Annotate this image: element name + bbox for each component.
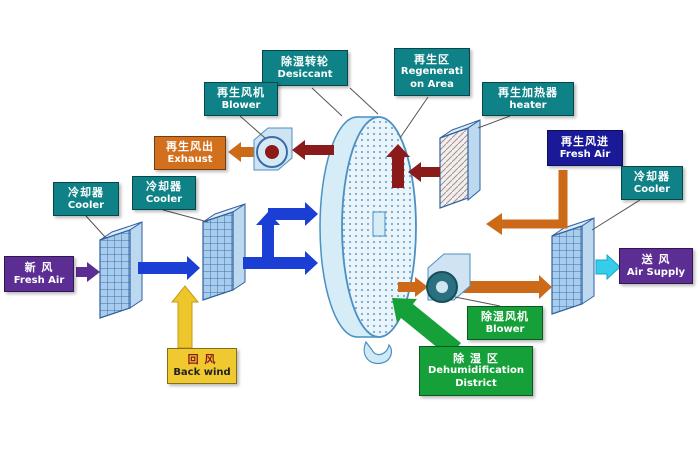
label-regeneration-area: 再生区 Regenerati on Area bbox=[394, 48, 470, 96]
label-connector-lines bbox=[85, 87, 641, 307]
label-dehum-blower-en: Blower bbox=[485, 323, 525, 335]
fresh-air-inlet-arrow bbox=[76, 262, 100, 282]
label-regen-heater: 再生加热器 heater bbox=[482, 82, 574, 116]
regen-fresh-air-arrowhead bbox=[486, 213, 502, 235]
desiccant-wheel bbox=[319, 116, 417, 365]
label-regen-blower: 再生风机 Blower bbox=[204, 82, 278, 116]
air-supply-arrow bbox=[595, 253, 621, 281]
label-desiccant-wheel-zh: 除湿转轮 bbox=[281, 54, 329, 68]
regen-blower-fan bbox=[253, 127, 293, 171]
label-cooler-left2: 冷却器 Cooler bbox=[132, 176, 196, 210]
label-regen-exhaust-en: Exhaust bbox=[167, 153, 213, 165]
regen-fresh-air-duct bbox=[500, 170, 568, 229]
cooler-unit-left1 bbox=[99, 221, 143, 319]
label-regen-heater-en: heater bbox=[509, 99, 547, 111]
label-regeneration-area-zh: 再生区 bbox=[414, 52, 450, 66]
label-back-wind: 回 风 Back wind bbox=[167, 348, 237, 384]
label-regeneration-area-en1: Regenerati bbox=[400, 66, 464, 78]
label-dehum-district-zh: 除 湿 区 bbox=[453, 351, 499, 365]
label-dehum-blower: 除湿风机 Blower bbox=[467, 306, 543, 340]
label-back-wind-zh: 回 风 bbox=[187, 352, 217, 366]
cooler1-to-cooler2-arrow bbox=[138, 256, 200, 280]
label-dehum-district-en1: Dehumidification bbox=[427, 365, 525, 377]
label-desiccant-wheel-en: Desiccant bbox=[277, 68, 333, 80]
label-air-supply-zh: 送 风 bbox=[641, 252, 671, 266]
cooler2-to-wheel-upper-arrow bbox=[268, 202, 318, 226]
cooler-unit-left2 bbox=[202, 203, 246, 301]
label-regen-fresh-air-en: Fresh Air bbox=[559, 148, 611, 160]
dehum-blower-fan bbox=[426, 253, 471, 303]
label-cooler-left2-zh: 冷却器 bbox=[146, 179, 182, 193]
regeneration-sector-arrow bbox=[386, 144, 410, 188]
label-regeneration-area-en2: on Area bbox=[410, 78, 454, 90]
label-regen-blower-zh: 再生风机 bbox=[217, 85, 265, 99]
label-regen-fresh-air: 再生风进 Fresh Air bbox=[547, 130, 623, 166]
label-desiccant-wheel: 除湿转轮 Desiccant bbox=[262, 50, 348, 86]
cooler-unit-right bbox=[551, 217, 595, 315]
label-regen-exhaust: 再生风出 Exhaust bbox=[154, 136, 226, 170]
label-fresh-air-in-en: Fresh Air bbox=[13, 274, 65, 286]
label-cooler-right-en: Cooler bbox=[633, 183, 671, 195]
dehum-blower-to-cooler-arrow bbox=[458, 275, 552, 299]
label-regen-fresh-air-zh: 再生风进 bbox=[561, 134, 609, 148]
label-cooler-left2-en: Cooler bbox=[145, 193, 183, 205]
back-wind-arrow bbox=[170, 285, 200, 349]
label-fresh-air-in-zh: 新 风 bbox=[24, 260, 54, 274]
label-regen-heater-zh: 再生加热器 bbox=[498, 85, 558, 99]
label-dehum-district-en2: District bbox=[455, 377, 497, 389]
label-cooler-right-zh: 冷却器 bbox=[634, 169, 670, 183]
label-air-supply: 送 风 Air Supply bbox=[619, 248, 693, 284]
label-dehum-blower-zh: 除湿风机 bbox=[481, 309, 529, 323]
process-air-up-arrow bbox=[256, 212, 280, 268]
label-fresh-air-in: 新 风 Fresh Air bbox=[4, 256, 74, 292]
dehum-district-pointer-arrow bbox=[392, 298, 461, 357]
cooler2-to-wheel-lower-arrow bbox=[243, 251, 318, 275]
label-cooler-left1: 冷却器 Cooler bbox=[53, 182, 119, 216]
label-cooler-left1-zh: 冷却器 bbox=[68, 185, 104, 199]
wheel-to-dehum-blower-arrow bbox=[398, 277, 428, 297]
heater-unit bbox=[439, 119, 481, 209]
wheel-hub bbox=[372, 211, 386, 237]
label-regen-blower-en: Blower bbox=[221, 99, 261, 111]
wheel-drive-belt bbox=[363, 340, 392, 365]
label-dehum-district: 除 湿 区 Dehumidification District bbox=[419, 346, 533, 396]
heater-to-wheel-arrow bbox=[408, 162, 440, 182]
wheel-to-regen-blower-arrow bbox=[292, 140, 334, 160]
label-air-supply-en: Air Supply bbox=[626, 266, 686, 278]
label-cooler-right: 冷却器 Cooler bbox=[621, 166, 683, 200]
exhaust-arrow bbox=[228, 142, 256, 162]
label-regen-exhaust-zh: 再生风出 bbox=[166, 139, 214, 153]
label-cooler-left1-en: Cooler bbox=[67, 199, 105, 211]
label-back-wind-en: Back wind bbox=[173, 366, 231, 378]
